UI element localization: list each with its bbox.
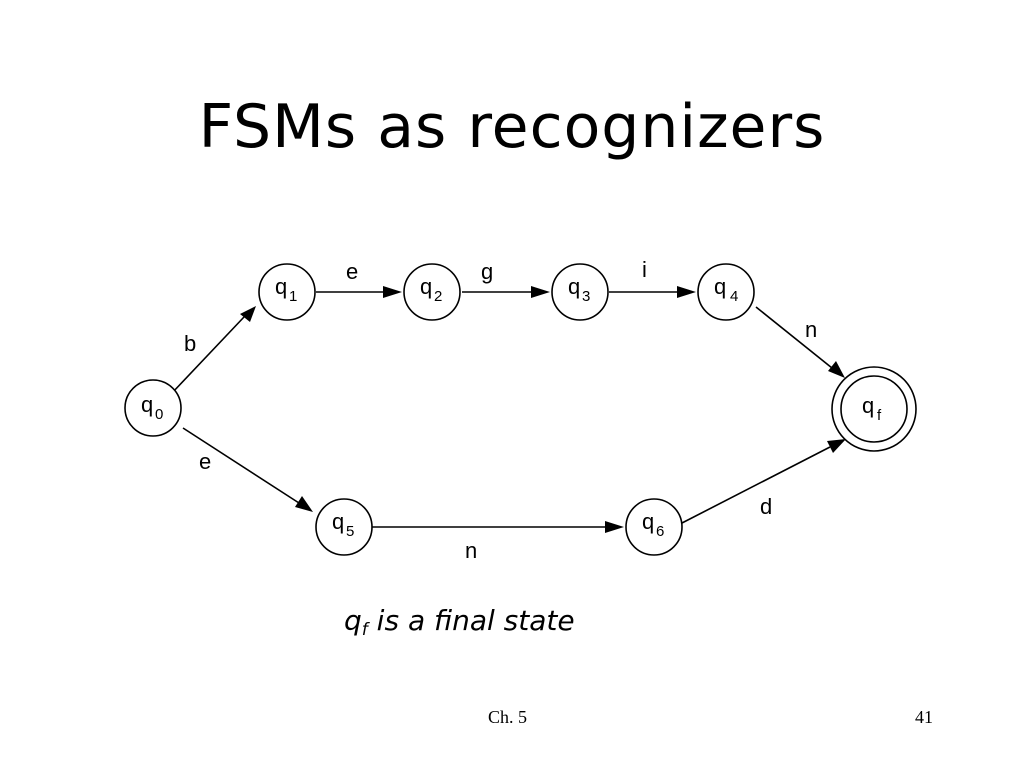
- transition-q0-q5: e: [182, 427, 313, 512]
- state-subscript: 1: [289, 288, 297, 305]
- state-subscript: 5: [346, 523, 354, 540]
- transition-label: e: [346, 259, 358, 284]
- transition-label: b: [184, 331, 196, 356]
- state-subscript: 4: [730, 288, 738, 305]
- state-circle: [124, 379, 182, 437]
- state-circle: [315, 498, 373, 556]
- transition-label: e: [199, 449, 211, 474]
- state-subscript: 3: [582, 288, 590, 305]
- footer-chapter: Ch. 5: [488, 707, 528, 727]
- state-q0: q 0: [124, 379, 182, 437]
- arrowhead: [240, 306, 256, 322]
- state-q4: q 4: [697, 263, 755, 321]
- state-label: q: [332, 509, 344, 534]
- state-label: q: [642, 509, 654, 534]
- state-q2: q 2: [403, 263, 461, 321]
- transition-label: i: [642, 257, 647, 282]
- transition-q5-q6: n: [372, 521, 624, 563]
- state-q5: q 5: [315, 498, 373, 556]
- transition-label: d: [760, 494, 772, 519]
- edge-line: [681, 446, 831, 524]
- transition-q1-q2: e: [316, 259, 402, 298]
- state-circle: [551, 263, 609, 321]
- state-q3: q 3: [551, 263, 609, 321]
- edge-line: [171, 316, 245, 394]
- transition-q2-q3: g: [462, 259, 550, 298]
- state-circle: [697, 263, 755, 321]
- transition-q4-qf: n: [755, 306, 845, 378]
- slide-title: FSMs as recognizers: [198, 92, 826, 162]
- transition-label: n: [805, 317, 817, 342]
- state-circle: [625, 498, 683, 556]
- caption-subscript: f: [361, 620, 368, 640]
- state-subscript: f: [877, 407, 882, 424]
- arrowhead: [677, 286, 696, 298]
- arrowhead: [295, 496, 313, 512]
- transitions: b e g i n: [171, 257, 846, 563]
- state-inner-circle: [840, 375, 908, 443]
- state-label: q: [275, 274, 287, 299]
- caption-symbol: q: [344, 604, 362, 637]
- caption-text: is a final state: [367, 604, 575, 637]
- footer-page-number: 41: [915, 707, 933, 727]
- state-subscript: 0: [155, 406, 163, 423]
- transition-label: g: [481, 259, 493, 284]
- final-state-caption: qf is a final state: [344, 604, 575, 640]
- arrowhead: [383, 286, 402, 298]
- state-circle: [258, 263, 316, 321]
- states: q 0 q 1 q 2 q 3 q 4: [124, 263, 917, 556]
- state-label: q: [568, 274, 580, 299]
- state-q1: q 1: [258, 263, 316, 321]
- transition-q6-qf: d: [681, 439, 846, 524]
- state-qf-final: q f: [831, 366, 917, 452]
- arrowhead: [531, 286, 550, 298]
- arrowhead: [605, 521, 624, 533]
- state-subscript: 2: [434, 288, 442, 305]
- state-label: q: [141, 392, 153, 417]
- arrowhead: [828, 361, 845, 378]
- transition-q3-q4: i: [609, 257, 696, 298]
- state-circle: [403, 263, 461, 321]
- edge-line: [182, 427, 300, 504]
- edge-line: [755, 306, 833, 369]
- arrowhead: [827, 439, 846, 453]
- state-label: q: [420, 274, 432, 299]
- state-label: q: [862, 393, 874, 418]
- transition-label: n: [465, 538, 477, 563]
- state-q6: q 6: [625, 498, 683, 556]
- state-subscript: 6: [656, 523, 664, 540]
- transition-q0-q1: b: [171, 306, 256, 394]
- state-label: q: [714, 274, 726, 299]
